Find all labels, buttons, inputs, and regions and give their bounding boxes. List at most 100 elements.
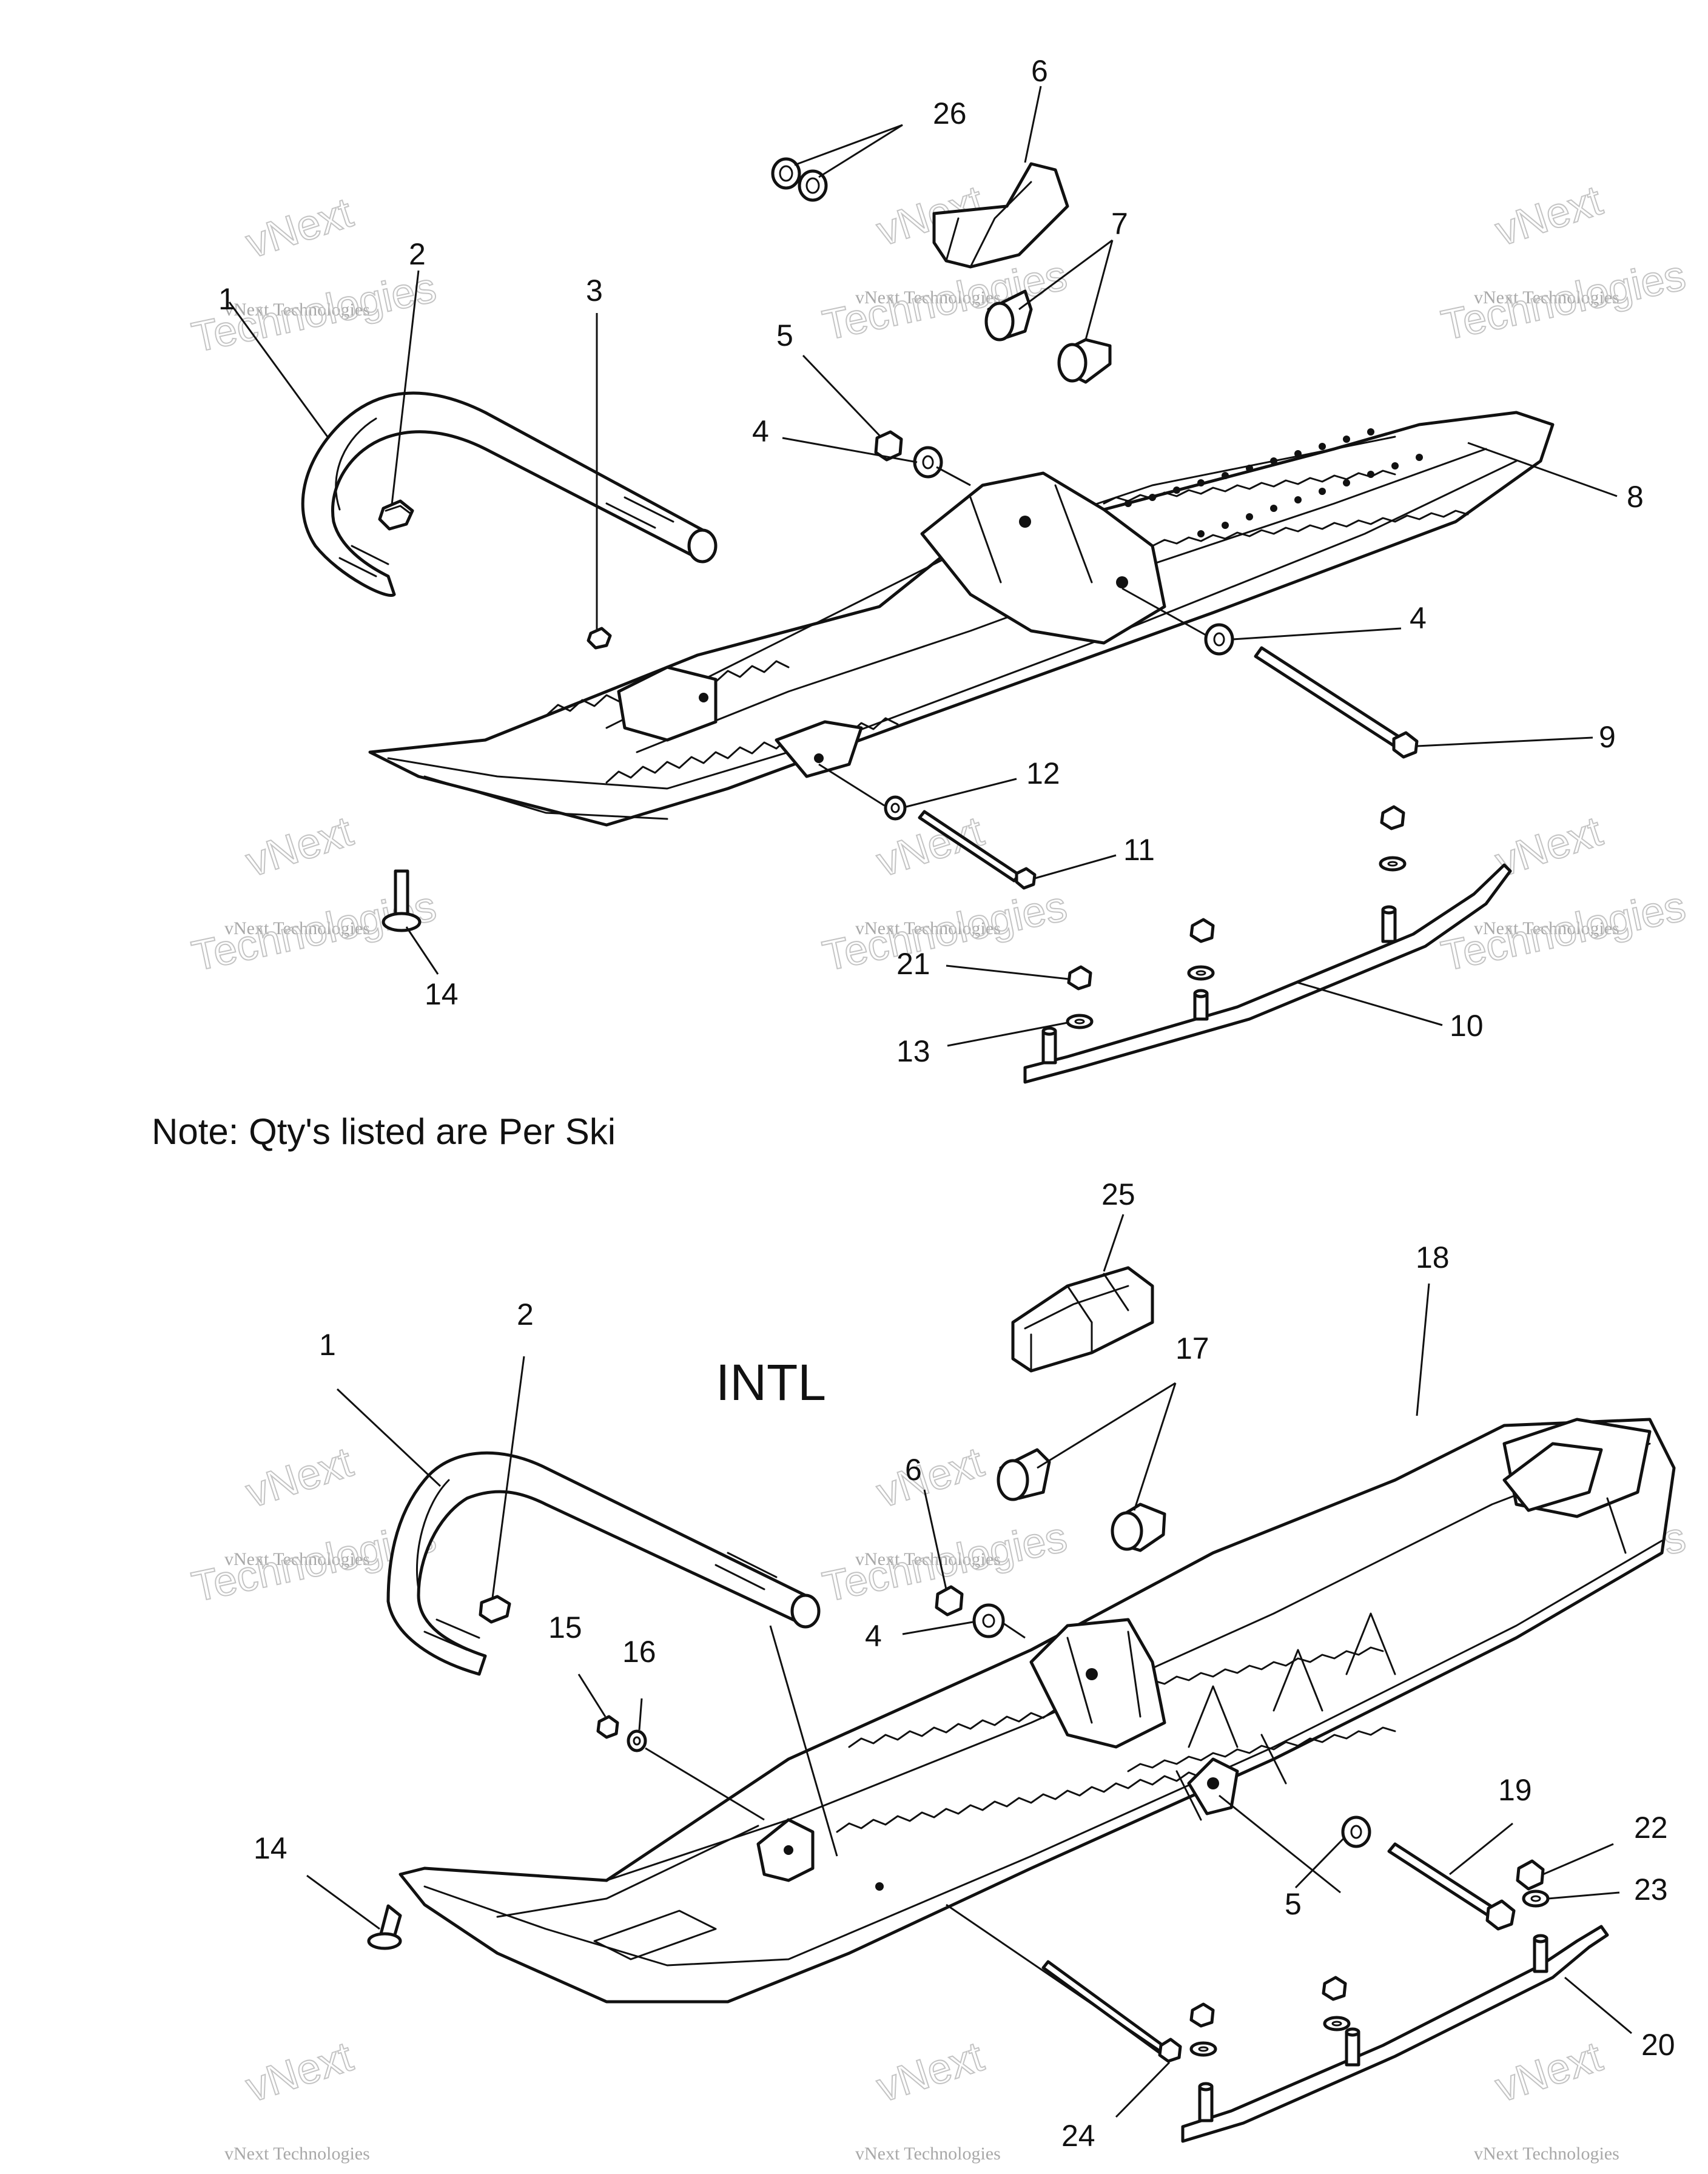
part-24-bolt-bottom	[1041, 1960, 1182, 2063]
svg-text:vNext Technologies: vNext Technologies	[855, 288, 1001, 308]
part-15-nut-bottom	[596, 1715, 619, 1739]
part-4-washer-bottom	[972, 1603, 1005, 1638]
bottom-assembly: INTL	[254, 1177, 1676, 2153]
callout: 9	[1599, 720, 1616, 754]
svg-text:vNext: vNext	[871, 1438, 989, 1516]
part-9-bolt-top	[1254, 646, 1419, 759]
watermark: vNext vNext Technologies Technologies	[1437, 176, 1690, 350]
callout: 18	[1416, 1240, 1450, 1274]
callout: 4	[1410, 601, 1427, 635]
part-14-stud-bottom	[367, 1904, 402, 1950]
svg-text:vNext Technologies: vNext Technologies	[1474, 288, 1619, 308]
callout: 6	[905, 1453, 922, 1487]
part-2-nut-top	[378, 499, 414, 531]
callout: 4	[865, 1619, 882, 1653]
svg-text:vNext Technologies: vNext Technologies	[855, 918, 1001, 938]
svg-text:vNext Technologies: vNext Technologies	[224, 918, 370, 938]
callout: 13	[896, 1034, 930, 1068]
svg-text:vNext: vNext	[1490, 2033, 1607, 2111]
callout: 12	[1026, 756, 1060, 790]
callout: 6	[1031, 54, 1048, 88]
callout: 7	[1111, 207, 1128, 241]
callout: 2	[409, 237, 426, 271]
top-assembly: 26 6 7 2 1 3 5 4 8 4 9 12 11 14 21 10 13	[218, 54, 1644, 1084]
callout: 16	[622, 1635, 656, 1669]
callout: 22	[1634, 1811, 1668, 1845]
callout: 23	[1634, 1873, 1668, 1906]
ski-body-top	[368, 411, 1555, 827]
callout: 10	[1450, 1009, 1484, 1043]
svg-text:vNext Technologies: vNext Technologies	[855, 2144, 1001, 2164]
callout: 24	[1061, 2119, 1095, 2153]
svg-text:vNext Technologies: vNext Technologies	[224, 1549, 370, 1569]
part-16-washer-bottom	[627, 1729, 647, 1752]
part-3-nut-top	[587, 627, 612, 650]
callout: 4	[752, 414, 769, 448]
part-23-washer-bottom	[1522, 1890, 1550, 1908]
callout: 5	[1285, 1887, 1302, 1921]
watermark: vNext vNext Technologies	[1474, 2032, 1619, 2164]
callout: 14	[254, 1831, 287, 1865]
svg-text:vNext: vNext	[240, 189, 358, 267]
part-21-nuts-top	[1067, 805, 1405, 991]
callout: 17	[1175, 1331, 1209, 1365]
callout: 5	[776, 318, 793, 352]
callout: 11	[1123, 833, 1155, 867]
ski-holes	[1125, 428, 1423, 537]
callout: 1	[319, 1328, 336, 1362]
part-20-runner-bottom	[1181, 1925, 1609, 2143]
part-5-nut-top	[874, 430, 903, 462]
svg-text:vNext Technologies: vNext Technologies	[224, 300, 370, 320]
callouts-bottom: 25 18 2 1 17 6 4 15 16 19 22 14 5 23 20 …	[254, 1177, 1675, 2153]
callout: 8	[1627, 480, 1644, 514]
part-12-washer-top	[884, 795, 907, 821]
svg-text:vNext: vNext	[871, 2033, 989, 2111]
part-6-block-top	[932, 162, 1069, 269]
part-5-washer-bottom	[1341, 1816, 1371, 1848]
callout: 1	[218, 282, 235, 316]
qty-note: Note: Qty's listed are Per Ski	[152, 1111, 616, 1152]
part-19-bolt-bottom	[1387, 1842, 1516, 1931]
callout: 25	[1101, 1177, 1135, 1211]
part-4-washer-top-lower	[1204, 623, 1234, 656]
part-10-runner-top	[1023, 863, 1512, 1084]
part-25-block	[1011, 1266, 1154, 1373]
part-17-bushings	[997, 1448, 1166, 1552]
leaders-bottom	[306, 1214, 1632, 2118]
watermark: vNext vNext Technologies	[224, 2032, 370, 2164]
callout: 19	[1498, 1773, 1532, 1807]
ski-loop-top	[301, 391, 718, 597]
callout: 21	[896, 947, 930, 981]
part-14-stud-top	[382, 869, 422, 932]
part-7-bushings-top	[984, 289, 1112, 384]
ski-loop-bottom	[386, 1451, 821, 1676]
callout: 15	[548, 1610, 582, 1644]
svg-text:Technologies: Technologies	[1437, 251, 1690, 349]
svg-text:vNext Technologies: vNext Technologies	[224, 2144, 370, 2164]
part-13-washers-top	[1066, 856, 1407, 1029]
svg-text:vNext Technologies: vNext Technologies	[1474, 2144, 1619, 2164]
svg-text:vNext: vNext	[240, 807, 358, 886]
svg-text:vNext: vNext	[240, 1438, 358, 1516]
callout: 2	[517, 1297, 534, 1331]
part-2-nut-bottom	[479, 1595, 511, 1624]
callout: 14	[425, 977, 459, 1011]
leaders-top	[228, 86, 1618, 1047]
svg-text:vNext Technologies: vNext Technologies	[1474, 918, 1619, 938]
svg-text:vNext Technologies: vNext Technologies	[855, 1549, 1001, 1569]
svg-text:Technologies: Technologies	[819, 882, 1071, 980]
callout: 3	[586, 274, 603, 308]
runner-nuts-bottom	[1189, 1976, 1351, 2057]
callout: 20	[1641, 2028, 1675, 2062]
callouts-top: 26 6 7 2 1 3 5 4 8 4 9 12 11 14 21 10 13	[218, 54, 1644, 1068]
ski-body-bottom	[398, 1418, 1676, 2004]
intl-label: INTL	[716, 1354, 826, 1411]
watermark: vNext vNext Technologies	[855, 2032, 1001, 2164]
part-22-nut-bottom	[1516, 1859, 1545, 1891]
callout: 26	[933, 96, 967, 130]
svg-text:vNext: vNext	[1490, 177, 1607, 255]
part-6-nut-bottom	[935, 1585, 964, 1617]
watermark: vNext vNext Technologies Technologies	[187, 188, 441, 362]
svg-text:vNext: vNext	[240, 2033, 358, 2111]
